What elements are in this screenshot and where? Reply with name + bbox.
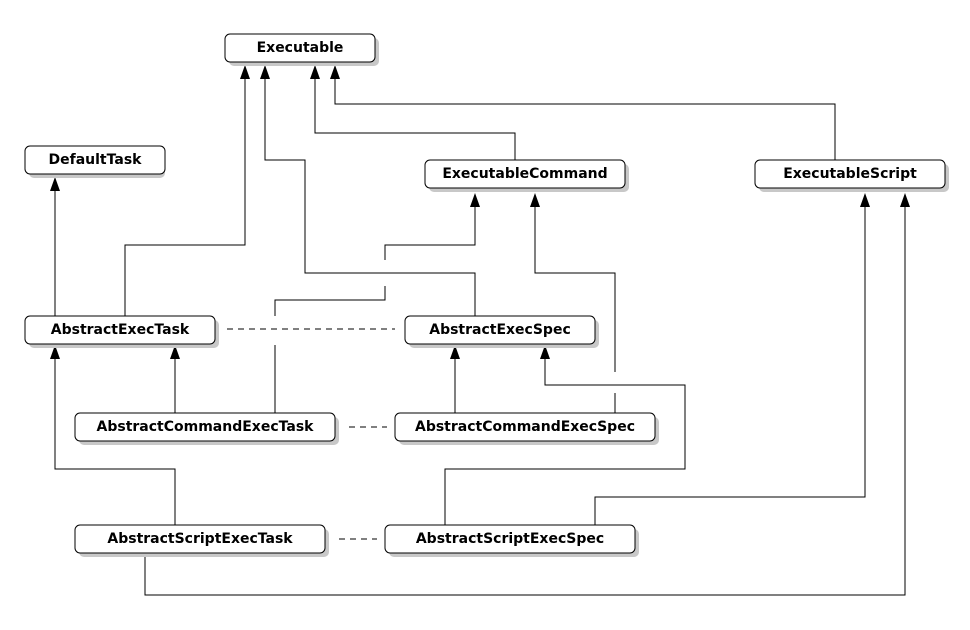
arrowhead-abstractexectask-2 (170, 345, 180, 359)
node-label-abstractcommandexectask: AbstractCommandExecTask (97, 419, 315, 435)
node-box (384, 524, 636, 554)
arrowhead-executable-4 (330, 65, 340, 79)
node-box (224, 33, 376, 63)
node-label-defaulttask: DefaultTask (49, 152, 143, 168)
node-box (24, 315, 216, 345)
node-label-executablecommand: ExecutableCommand (442, 166, 607, 182)
edge-abstractscriptexecspec-abstractexecspec (444, 358, 686, 525)
arrowheads (50, 65, 910, 359)
node-box (424, 159, 626, 189)
node-box (404, 315, 596, 345)
edge-abstractscriptexectask-executablescript (144, 206, 906, 596)
arrowhead-abstractexectask-1 (50, 345, 60, 359)
arrowhead-executable-3 (310, 65, 320, 79)
node-box (394, 412, 656, 442)
arrowhead-executablecommand-2 (530, 193, 540, 207)
edge-abstractcommandexectask-executablecommand (274, 206, 476, 413)
arrowhead-executablecommand-1 (470, 193, 480, 207)
node-executablescript[interactable]: ExecutableScript (754, 159, 949, 192)
node-label-abstractexectask: AbstractExecTask (51, 322, 190, 338)
arrowhead-executable-1 (240, 65, 250, 79)
arrowhead-executablescript-1 (860, 193, 870, 207)
node-box (74, 412, 336, 442)
node-executablecommand[interactable]: ExecutableCommand (424, 159, 629, 192)
arrowhead-defaulttask (50, 177, 60, 191)
arrowhead-abstractexecspec-2 (540, 345, 550, 359)
edge-abstractscriptexecspec-executablescript (594, 206, 866, 525)
node-box (754, 159, 946, 189)
node-box (74, 524, 326, 554)
node-label-abstractcommandexecspec: AbstractCommandExecSpec (415, 419, 635, 435)
node-abstractcommandexectask[interactable]: AbstractCommandExecTask (74, 412, 339, 445)
node-label-executable: Executable (257, 40, 344, 56)
node-defaulttask[interactable]: DefaultTask (24, 145, 166, 178)
node-abstractcommandexecspec[interactable]: AbstractCommandExecSpec (394, 412, 659, 445)
arrowhead-executable-2 (260, 65, 270, 79)
edge-executablescript-executable (334, 78, 836, 160)
node-abstractscriptexectask[interactable]: AbstractScriptExecTask (74, 524, 329, 557)
edge-executablecommand-executable (314, 78, 516, 160)
arrowhead-abstractexecspec-1 (450, 345, 460, 359)
node-executable[interactable]: Executable (224, 33, 379, 66)
edge-abstractexectask-executable (124, 78, 246, 316)
node-label-executablescript: ExecutableScript (783, 166, 917, 182)
node-abstractexectask[interactable]: AbstractExecTask (24, 315, 219, 348)
node-label-abstractexecspec: AbstractExecSpec (429, 322, 571, 338)
node-box (24, 145, 166, 175)
arrowhead-executablescript-2 (900, 193, 910, 207)
association-lines (227, 328, 395, 540)
node-abstractexecspec[interactable]: AbstractExecSpec (404, 315, 599, 348)
class-nodes: Executable DefaultTask ExecutableCommand… (24, 33, 949, 557)
inheritance-edges (54, 78, 906, 596)
edge-abstractcommandexecspec-executablecommand (534, 206, 616, 413)
node-label-abstractscriptexectask: AbstractScriptExecTask (107, 531, 293, 547)
node-abstractscriptexecspec[interactable]: AbstractScriptExecSpec (384, 524, 639, 557)
node-label-abstractscriptexecspec: AbstractScriptExecSpec (416, 531, 604, 547)
edge-abstractscriptexectask-abstractexectask (54, 358, 176, 525)
edge-abstractexecspec-executable (264, 78, 476, 316)
